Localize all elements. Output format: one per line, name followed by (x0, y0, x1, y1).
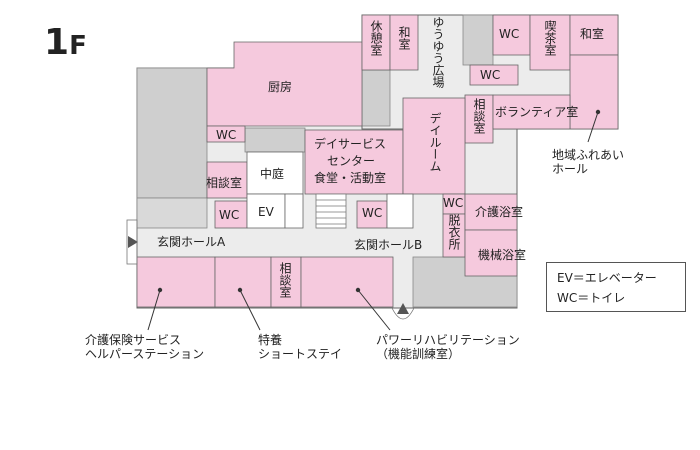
label-elevator: EV (258, 205, 274, 219)
room-consult-left (206, 161, 248, 199)
leader-rehab (357, 289, 391, 331)
legend-ev: EV＝エレベーター (557, 271, 657, 285)
dot-helper (157, 287, 163, 293)
entrance-a-marker-icon (128, 236, 138, 248)
label-wc-top-left: WC (216, 128, 237, 142)
legend-wc: WC＝トイレ (557, 291, 626, 305)
label-care-bath: 介護浴室 (475, 205, 524, 219)
label-entrance-b: 玄関ホールB (354, 238, 423, 252)
room-small-white (284, 193, 304, 229)
stairs (315, 193, 347, 229)
label-kitchen: 厨房 (268, 80, 293, 94)
room-right-white (386, 193, 414, 229)
room-rest (361, 14, 391, 71)
floor-suffix: F (69, 31, 87, 61)
room-helper-station (136, 256, 216, 308)
label-yuyu-plaza: ゆうゆう広場 (431, 16, 445, 88)
dot-rehab (355, 287, 361, 293)
room-consult-right (464, 94, 494, 144)
annotation-community-line1: 地域ふれあい (552, 148, 625, 162)
room-elevator (246, 193, 286, 229)
annotation-community-line2: ホール (552, 162, 589, 176)
annotation-shortstay-line1: 特養 (258, 333, 283, 347)
service-area-top-right (462, 14, 494, 66)
room-tea (529, 14, 571, 71)
label-day-service-center: センター (327, 154, 376, 168)
room-day-room (402, 97, 466, 195)
label-japanese-room-1: 和室 (397, 26, 411, 50)
entrance-a-door (126, 219, 138, 265)
entrance-b-marker-icon (397, 303, 409, 314)
annotation-rehab-line1: パワーリハビリテーション (376, 333, 520, 347)
label-rest-room: 休憩室 (369, 20, 383, 56)
label-day-service: デイサービス (314, 137, 387, 151)
room-care-bath (464, 193, 518, 231)
room-wc-left (214, 200, 248, 229)
leader-shortstay (239, 289, 261, 331)
annotation-shortstay-line2: ショートステイ (258, 347, 343, 361)
room-volunteer (492, 94, 571, 130)
label-changing-room: 脱衣所 (447, 214, 461, 250)
label-entrance-a: 玄関ホールA (157, 235, 226, 249)
annotation-helper-station: 介護保険サービス ヘルパーステーション (85, 333, 204, 361)
dot-shortstay (237, 287, 243, 293)
annotation-helper-line2: ヘルパーステーション (85, 347, 205, 361)
room-wc-top-right (492, 14, 531, 56)
label-consult-right: 相談室 (472, 98, 486, 134)
room-wc-top-left (206, 125, 246, 143)
annotation-shortstay: 特養 ショートステイ (258, 333, 342, 361)
annotation-community-hall: 地域ふれあい ホール (552, 148, 624, 176)
room-machine-bath (464, 229, 518, 277)
service-area-left-2 (136, 197, 208, 229)
room-courtyard (246, 151, 304, 195)
label-japanese-room-2: 和室 (580, 27, 605, 41)
service-area-top-center (361, 69, 391, 127)
entrance-b-door (391, 307, 415, 320)
label-wc-right: WC (443, 196, 464, 210)
room-japanese-2 (569, 14, 619, 56)
room-wc-center (356, 200, 388, 229)
annotation-helper-line1: 介護保険サービス (85, 333, 182, 347)
label-volunteer-room: ボランティア室 (495, 105, 579, 119)
label-consult-left: 相談室 (206, 176, 243, 190)
room-wc-center-top (469, 64, 519, 86)
leader-helper (147, 289, 161, 331)
room-shortstay (214, 256, 272, 308)
label-courtyard: 中庭 (260, 167, 285, 181)
label-wc-center: WC (362, 206, 383, 220)
annotation-rehab-line2: （機能訓練室） (376, 347, 461, 361)
annotation-rehab: パワーリハビリテーション （機能訓練室） (376, 333, 520, 361)
label-consult-bottom: 相談室 (278, 262, 292, 298)
label-tea-room: 喫茶室 (543, 20, 557, 56)
floor-number: 1 (44, 22, 70, 63)
label-wc-left: WC (219, 208, 240, 222)
legend-box: EV＝エレベーター WC＝トイレ (546, 262, 686, 312)
label-wc-center-top: WC (480, 68, 501, 82)
label-machine-bath: 機械浴室 (478, 248, 527, 262)
label-day-room: デイルーム (428, 112, 442, 172)
leader-community (587, 111, 599, 143)
floor-label: 1F (44, 22, 87, 63)
service-area-left (136, 67, 208, 199)
room-rehab (300, 256, 394, 308)
service-area-mid (244, 127, 306, 153)
room-community-hall (569, 54, 619, 130)
room-japanese-1 (389, 14, 419, 71)
room-day-service (304, 129, 404, 195)
dot-community (595, 109, 601, 115)
room-consult-bottom (270, 256, 302, 308)
label-wc-top-right: WC (499, 27, 520, 41)
label-dining-activity: 食堂・活動室 (314, 171, 387, 185)
